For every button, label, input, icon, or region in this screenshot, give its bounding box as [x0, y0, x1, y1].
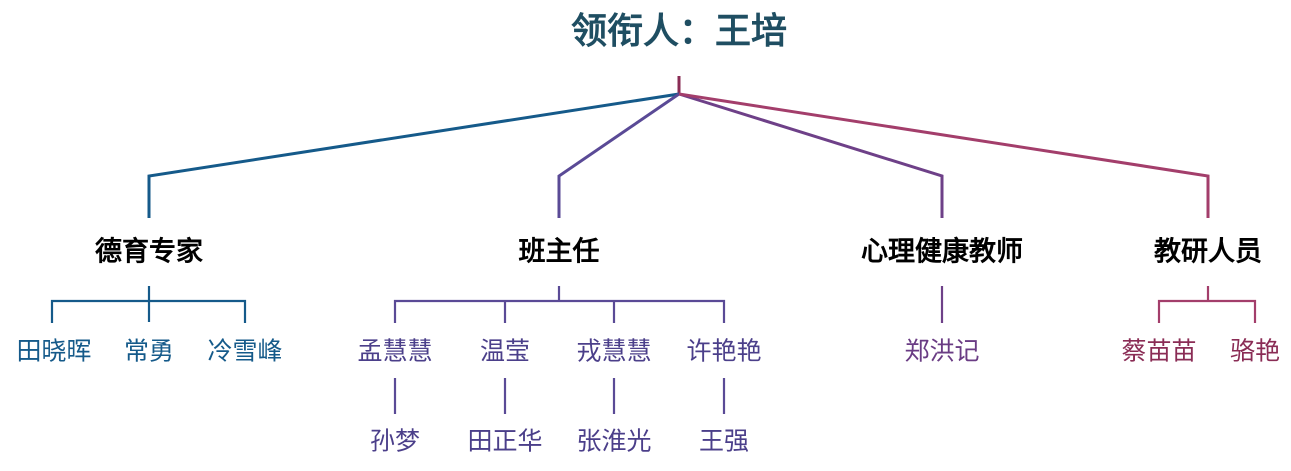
branch-xinli [678, 92, 944, 218]
sub-member-banzhuren-1: 孙梦 [369, 426, 421, 456]
sub-member-banzhuren-2: 田正华 [467, 426, 543, 456]
category-deyu: 德育专家 [95, 236, 203, 268]
sub-member-banzhuren-4: 王强 [698, 426, 750, 456]
branch-jiaoyan [678, 92, 1210, 218]
category-banzhuren: 班主任 [518, 236, 600, 268]
member-banzhuren-3: 戎慧慧 [576, 336, 652, 366]
member-banzhuren-4: 许艳艳 [686, 336, 762, 366]
member-banzhuren-1: 孟慧慧 [357, 336, 433, 366]
member-jiaoyan-1: 蔡苗苗 [1121, 336, 1197, 366]
connector-banzhuren-sub [393, 378, 726, 414]
root-title: 领衔人：王培 [570, 11, 788, 52]
connector-jiaoyan-members [1157, 286, 1257, 323]
connector-banzhuren-members [393, 286, 726, 323]
member-xinli-1: 郑洪记 [904, 336, 980, 366]
member-deyu-3: 冷雪峰 [207, 336, 283, 366]
member-deyu-2: 常勇 [123, 336, 175, 366]
sub-member-banzhuren-3: 张淮光 [576, 426, 652, 456]
category-xinli: 心理健康教师 [861, 236, 1023, 268]
member-jiaoyan-2: 骆艳 [1229, 336, 1281, 366]
member-deyu-1: 田晓晖 [16, 336, 92, 366]
member-banzhuren-2: 温莹 [479, 336, 531, 366]
branch-banzhuren [557, 92, 680, 218]
connector-deyu-members [50, 286, 247, 323]
category-jiaoyan: 教研人员 [1154, 236, 1262, 268]
branch-deyu [147, 92, 680, 218]
